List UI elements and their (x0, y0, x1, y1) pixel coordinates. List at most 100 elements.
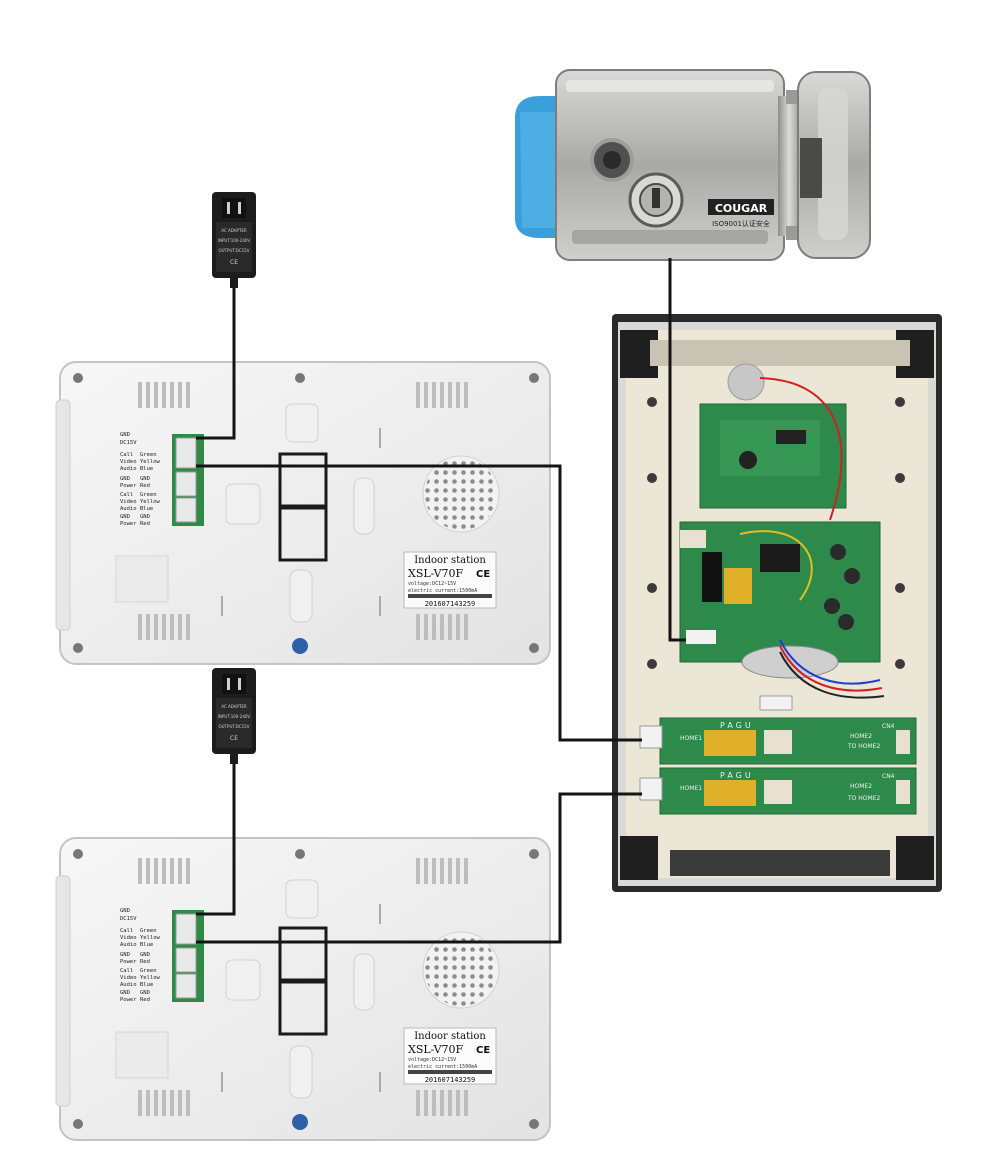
terminal-label: GND (120, 908, 130, 914)
terminal-label: Call (120, 452, 133, 458)
relay-label: HOME1 (680, 735, 702, 742)
sticker-ce: CE (476, 1045, 490, 1056)
vent-slots (138, 382, 468, 640)
connector-label: CN4 (882, 723, 895, 730)
board-wires (739, 377, 885, 699)
relay-label: HOME2 (850, 733, 872, 740)
terminal-label: Power (120, 959, 137, 965)
sticker-title: Indoor station (414, 1031, 486, 1042)
spec-sticker-2: Indoor station XSL-V70F CE voltage:DC12~… (403, 1027, 497, 1085)
terminal-label: Power (120, 997, 137, 1003)
wire-color-label: GND (140, 952, 150, 958)
adapter-1-label-0: AC ADAPTER (221, 228, 247, 233)
terminal-label: Call (120, 492, 133, 498)
adapter-2-label-2: OUTPUT:DC15V (219, 724, 250, 729)
terminal-label: Audio (120, 466, 137, 472)
terminal-label: Call (120, 968, 133, 974)
spec-sticker-1: Indoor station XSL-V70F CE voltage:DC12~… (403, 551, 497, 609)
sticker-model: XSL-V70F (408, 1043, 464, 1056)
relay-label: TO HOME2 (847, 743, 880, 750)
wire-adapter2-to-monitor2 (196, 764, 236, 916)
relay-board-brand: PAGU (720, 771, 754, 780)
mount-hole-icon (292, 1114, 308, 1130)
screw-icon (73, 849, 83, 859)
terminal-label: Power (120, 483, 137, 489)
relay-board-brand: PAGU (720, 721, 754, 730)
indoor-monitor-1: GND DC15V Call Video Audio GND Power Cal… (55, 361, 551, 665)
terminal-label: Video (120, 499, 137, 505)
adapter-2-label-0: AC ADAPTER (221, 704, 247, 709)
screw-icon (529, 1119, 539, 1129)
screw-icon (295, 373, 305, 383)
wire-color-label: Green (140, 968, 157, 974)
camera-board (699, 403, 847, 509)
terminal-label: GND (120, 990, 130, 996)
adapter-1-label-2: OUTPUT:DC15V (219, 248, 250, 253)
sticker-serial: 201607143259 (425, 600, 476, 608)
wire-color-label: Green (140, 928, 157, 934)
screw-icon (73, 373, 83, 383)
wire-color-label: Red (140, 959, 150, 965)
terminal-label: DC15V (120, 440, 137, 446)
wire-adapter1-to-monitor1 (196, 288, 236, 440)
mount-hole-icon (292, 638, 308, 654)
terminal-label: Audio (120, 942, 137, 948)
adapter-1-label-1: INPUT:100-240V (218, 238, 251, 243)
sticker-current: electric current:1500mA (408, 1064, 477, 1070)
wire-color-label: Blue (140, 506, 153, 512)
adapter-1-label-3: CE (230, 259, 238, 266)
microphone-icon (727, 363, 765, 401)
terminal-label: Video (120, 459, 137, 465)
terminal-label: GND (120, 514, 130, 520)
terminal-label: GND (120, 952, 130, 958)
wire-color-label: Yellow (140, 935, 161, 941)
terminal-label: Video (120, 935, 137, 941)
terminal-label: Power (120, 521, 137, 527)
electric-lock: COUGAR ISO9001认证安全 (515, 69, 871, 261)
screw-icon (529, 849, 539, 859)
terminal-label: Call (120, 928, 133, 934)
screw-icon (529, 643, 539, 653)
wire-color-label: Blue (140, 982, 153, 988)
relay-board-1: PAGU HOME1 HOME2 TO HOME2 CN4 (639, 717, 917, 765)
wire-color-label: Blue (140, 466, 153, 472)
wire-monitor1-to-relay1 (196, 464, 642, 742)
wire-color-label: Red (140, 997, 150, 1003)
screw-icon (73, 1119, 83, 1129)
wire-monitor2-to-relay2 (196, 792, 642, 944)
lock-brand: COUGAR (715, 202, 768, 215)
adapter-2-label-1: INPUT:100-240V (218, 714, 251, 719)
terminal-label: Audio (120, 506, 137, 512)
wire-color-label: Green (140, 492, 157, 498)
terminal-label: DC15V (120, 916, 137, 922)
wire-color-label: GND (140, 514, 150, 520)
wire-color-label: GND (140, 990, 150, 996)
connector-label: CN4 (882, 773, 895, 780)
terminal-label: GND (120, 476, 130, 482)
main-board (679, 521, 881, 679)
sticker-voltage: voltage:DC12~15V (408, 1057, 456, 1063)
screw-icon (295, 849, 305, 859)
wire-color-label: Yellow (140, 975, 161, 981)
sticker-current: electric current:1500mA (408, 588, 477, 594)
screw-icon (73, 643, 83, 653)
adapter-2-label-3: CE (230, 735, 238, 742)
wire-color-label: Red (140, 521, 150, 527)
lock-cert-text: ISO9001认证安全 (712, 219, 770, 228)
terminal-label: Video (120, 975, 137, 981)
relay-label: HOME2 (850, 783, 872, 790)
power-adapter-1: AC ADAPTER INPUT:100-240V OUTPUT:DC15V C… (212, 192, 256, 288)
relay-label: TO HOME2 (847, 795, 880, 802)
terminal-block-1: GND DC15V Call Video Audio GND Power Cal… (120, 432, 204, 527)
wire-color-label: Blue (140, 942, 153, 948)
relay-board-2: PAGU HOME1 HOME2 TO HOME2 CN4 (639, 767, 917, 815)
indoor-monitor-2: GND DC15V Call Video Audio GND Power Cal… (55, 837, 551, 1141)
wire-color-label: Green (140, 452, 157, 458)
terminal-label: GND (120, 432, 130, 438)
wire-color-label: Yellow (140, 499, 161, 505)
wire-lock-to-outdoor (668, 258, 686, 642)
terminal-block-2: GND DC15V Call Video Audio GND Power Cal… (120, 908, 204, 1003)
sticker-model: XSL-V70F (408, 567, 464, 580)
sticker-voltage: voltage:DC12~15V (408, 581, 456, 587)
